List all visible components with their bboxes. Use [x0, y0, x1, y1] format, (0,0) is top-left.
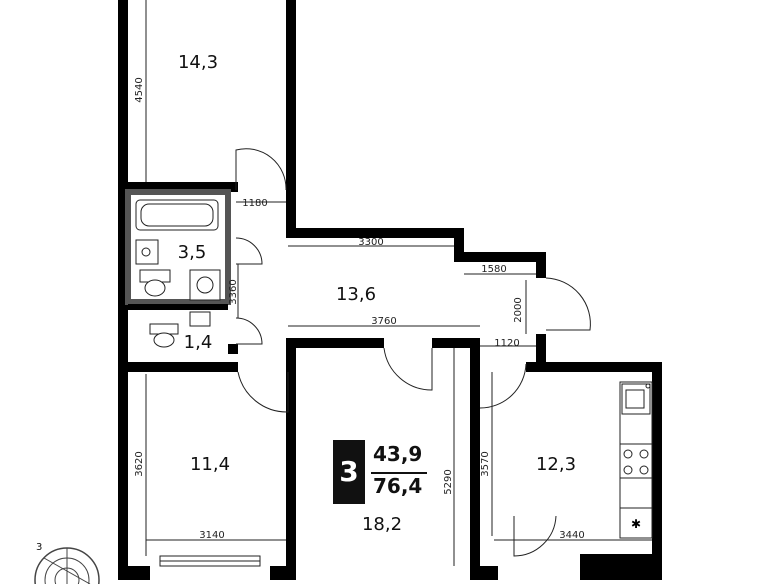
total-area: 76,4 — [373, 474, 423, 498]
dim-entry-height: 2000 — [513, 297, 524, 322]
dim-living-height: 5290 — [443, 469, 454, 494]
dim-hall-bottom: 3760 — [371, 316, 396, 327]
area-wc: 1,4 — [184, 332, 213, 353]
area-kitchen: 12,3 — [536, 454, 576, 475]
compass: 3 — [24, 542, 110, 588]
compass-label: 3 — [36, 542, 43, 553]
walls — [118, 0, 662, 580]
badge-divider — [371, 472, 427, 474]
rooms-count: 3 — [333, 440, 365, 504]
living-area: 43,9 — [373, 442, 423, 466]
dim-hall-entry: 1180 — [242, 198, 267, 209]
area-bedroom-left: 11,4 — [190, 454, 230, 475]
dim-hall-step: 1580 — [481, 264, 506, 275]
area-bathroom: 3,5 — [178, 242, 207, 263]
area-hallway: 13,6 — [336, 284, 376, 305]
fixtures: ✱ — [135, 199, 653, 539]
dim-kitchen-height: 3570 — [480, 451, 491, 476]
dim-wc-height: 3360 — [228, 279, 239, 304]
doors — [235, 148, 591, 557]
dim-bedroom-left-height: 3620 — [134, 451, 145, 476]
dim-bedroom-top-height: 4540 — [134, 77, 145, 102]
dim-hall-top: 3300 — [358, 237, 383, 248]
dim-bedroom-left-width: 3140 — [199, 530, 224, 541]
dimension-lines — [145, 0, 652, 566]
dim-entry-width: 1120 — [494, 338, 519, 349]
area-living: 18,2 — [362, 514, 402, 535]
area-bedroom-top: 14,3 — [178, 52, 218, 73]
dim-kitchen-width: 3440 — [559, 530, 584, 541]
svg-text:✱: ✱ — [631, 517, 641, 531]
apartment-summary-badge: 3 43,9 76,4 — [333, 440, 481, 504]
